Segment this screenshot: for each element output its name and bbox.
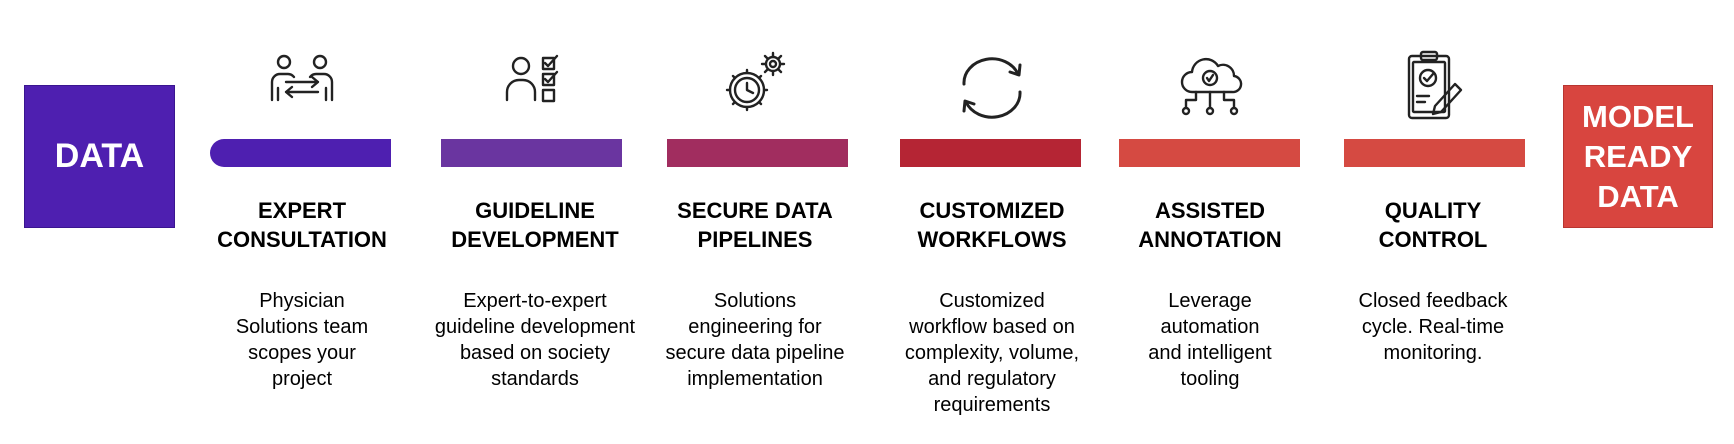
stage-description: Solutions engineering for secure data pi… [665,290,845,390]
stage-description: Closed feedback cycle. Real-time monitor… [1358,290,1508,364]
stage-title: QUALITY CONTROL [1378,198,1488,252]
stage-title: ASSISTED ANNOTATION [1138,198,1282,252]
stage-title: CUSTOMIZED WORKFLOWS [917,198,1067,252]
stage-description: Leverage automation and intelligent tool… [1148,290,1272,390]
stage-title: GUIDELINE DEVELOPMENT [451,198,619,252]
person-checklist-icon [505,54,559,103]
stage-bar-6 [1344,139,1525,167]
clipboard-check-icon [1407,50,1463,120]
stage-description: Expert-to-expert guideline development b… [434,290,636,390]
stage-bar-3 [667,139,848,167]
stage-title: EXPERT CONSULTATION [217,198,387,252]
stage-bar-5 [1119,139,1300,167]
refresh-cycle-icon [962,57,1022,119]
model-ready-data-box: MODEL READY DATA [1563,85,1713,228]
stage-bar-1 [210,139,391,167]
stage-bar-2 [441,139,622,167]
stage-bar-4 [900,139,1081,167]
people-exchange-icon [270,54,334,102]
data-start-box: DATA [24,85,175,228]
data-start-label: DATA [54,137,145,175]
model-ready-data-label: MODEL READY DATA [1582,98,1694,214]
stage-title: SECURE DATA PIPELINES [677,198,833,252]
cloud-network-icon [1180,57,1243,116]
gears-clock-icon [725,51,786,112]
stage-description: Physician Solutions team scopes your pro… [235,290,369,390]
stage-description: Customized workflow based on complexity,… [904,290,1080,416]
